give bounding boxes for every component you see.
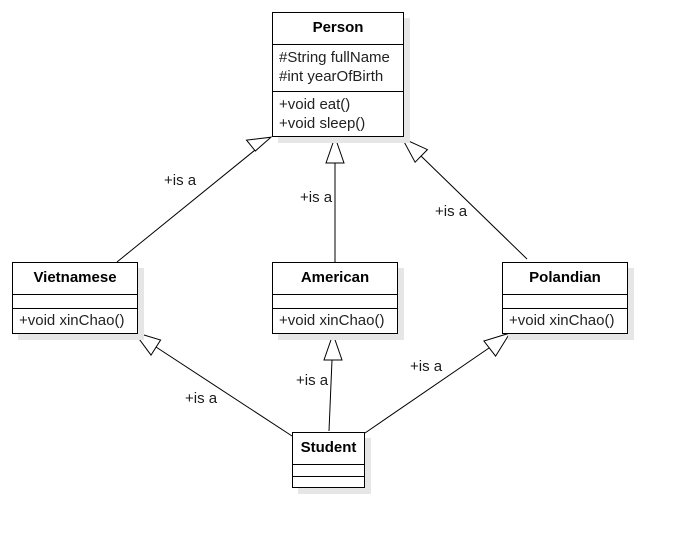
edge-polandian-person bbox=[420, 155, 528, 260]
method: +void sleep() bbox=[279, 115, 366, 132]
attributes-compartment bbox=[503, 294, 627, 308]
edge-student-american bbox=[328, 359, 333, 432]
class-name: American bbox=[300, 269, 370, 286]
edge-label-student-american: +is a bbox=[296, 372, 329, 389]
generalization-arrowhead bbox=[245, 136, 273, 152]
edge-label-american-person: +is a bbox=[300, 189, 333, 206]
attribute: #int yearOfBirth bbox=[279, 68, 384, 85]
generalization-arrowhead bbox=[132, 331, 162, 356]
generalization-arrowhead bbox=[323, 332, 343, 361]
class-polandian[interactable]: Polandian +void xinChao() bbox=[502, 262, 628, 334]
edge-vietnamese-person bbox=[116, 145, 261, 263]
class-vietnamese[interactable]: Vietnamese +void xinChao() bbox=[12, 262, 138, 334]
class-student[interactable]: Student bbox=[292, 432, 365, 488]
method: +void eat() bbox=[279, 96, 351, 113]
class-name: Student bbox=[300, 439, 357, 456]
edge-label-vietnamese-person: +is a bbox=[164, 172, 197, 189]
generalization-arrowhead bbox=[400, 136, 429, 164]
method: +void xinChao() bbox=[279, 312, 385, 329]
edge-label-polandian-person: +is a bbox=[435, 203, 468, 220]
methods-compartment: +void xinChao() bbox=[503, 308, 627, 333]
attributes-compartment bbox=[13, 294, 137, 308]
attributes-compartment: #String fullName #int yearOfBirth bbox=[273, 44, 403, 91]
edge-label-student-polandian: +is a bbox=[410, 358, 443, 375]
methods-compartment: +void xinChao() bbox=[273, 308, 397, 333]
class-name: Person bbox=[312, 19, 364, 36]
methods-compartment: +void eat() +void sleep() bbox=[273, 91, 403, 136]
method: +void xinChao() bbox=[509, 312, 615, 329]
class-name: Vietnamese bbox=[33, 269, 117, 286]
edge-student-polandian bbox=[364, 347, 490, 434]
attributes-compartment bbox=[273, 294, 397, 308]
class-american[interactable]: American +void xinChao() bbox=[272, 262, 398, 334]
methods-compartment: +void xinChao() bbox=[13, 308, 137, 333]
generalization-arrowhead bbox=[483, 332, 512, 357]
attributes-compartment bbox=[293, 464, 364, 476]
class-person[interactable]: Person #String fullName #int yearOfBirth… bbox=[272, 12, 404, 137]
attribute: #String fullName bbox=[279, 49, 390, 66]
methods-compartment bbox=[293, 476, 364, 487]
method: +void xinChao() bbox=[19, 312, 125, 329]
class-name: Polandian bbox=[529, 269, 601, 286]
edge-label-student-vietnamese: +is a bbox=[185, 390, 218, 407]
generalization-arrowhead bbox=[325, 135, 345, 164]
edge-student-vietnamese bbox=[155, 346, 293, 437]
